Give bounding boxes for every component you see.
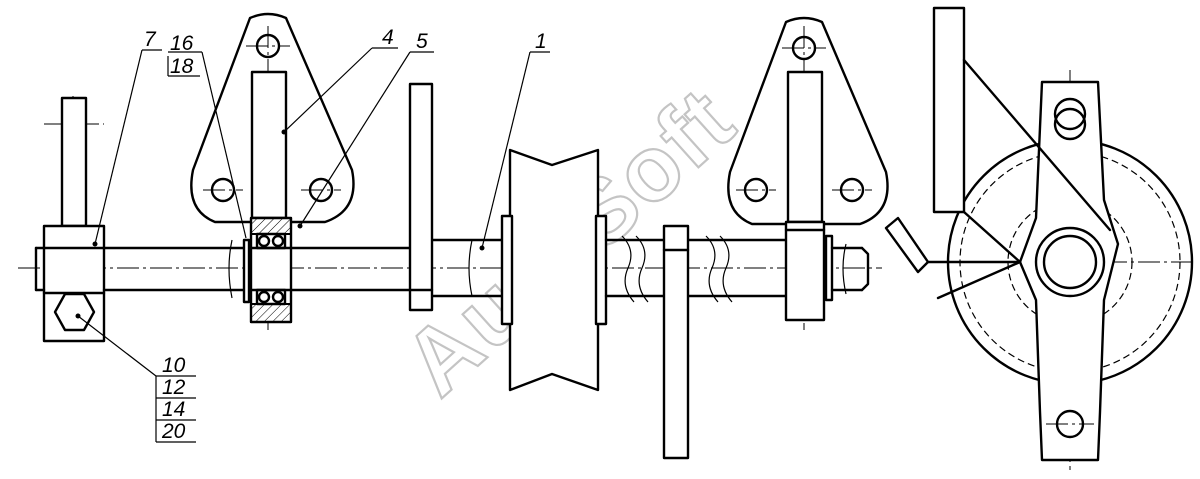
callout-10: 10 <box>162 354 186 377</box>
callout-7: 7 <box>144 28 157 51</box>
callout-5: 5 <box>416 30 428 53</box>
shaft-right <box>604 235 788 303</box>
second-lever <box>662 224 690 460</box>
shaft-left <box>102 238 251 304</box>
callout-12: 12 <box>162 376 186 399</box>
callout-18: 18 <box>170 55 194 78</box>
callout-20: 20 <box>161 420 186 443</box>
side-view <box>884 6 1196 470</box>
hex-nut-icon <box>53 292 96 332</box>
lever-plate <box>408 82 434 312</box>
callout-4: 4 <box>382 26 394 49</box>
roller-wheel <box>500 148 608 392</box>
right-bracket <box>727 16 889 330</box>
callout-14: 14 <box>162 398 185 421</box>
bearing-assembly <box>249 216 293 324</box>
left-end-block <box>34 96 106 343</box>
leader-lines <box>75 47 550 443</box>
shaft-middle <box>289 238 514 298</box>
callout-1: 1 <box>535 30 547 53</box>
callout-16: 16 <box>170 32 194 55</box>
